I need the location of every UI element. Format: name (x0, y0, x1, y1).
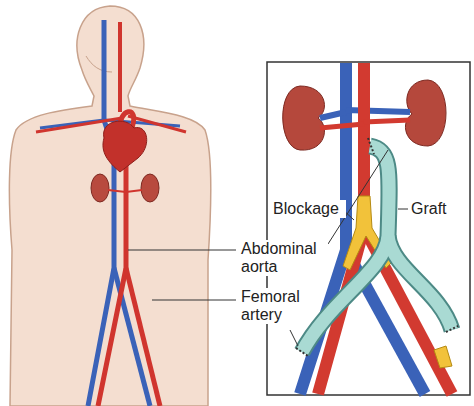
callout-label: Graft (410, 200, 464, 218)
body-figure (9, 6, 210, 406)
leader-lines (128, 150, 408, 346)
callout-label: Blockage (272, 200, 346, 218)
inset-view (267, 62, 470, 395)
callout-label: Femoral artery (240, 288, 308, 324)
callout-label: Abdominal aorta (240, 240, 328, 276)
